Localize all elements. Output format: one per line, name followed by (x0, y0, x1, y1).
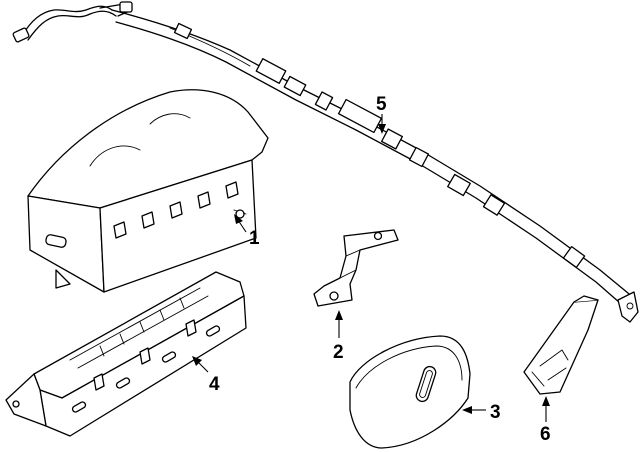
callout-leaders (192, 114, 550, 422)
part-2-bracket[interactable] (313, 229, 399, 307)
part-1-passenger-airbag[interactable] (27, 89, 269, 293)
callout-2: 2 (333, 342, 344, 363)
part-5-curtain-airbag[interactable] (12, 1, 639, 323)
part-6-sensor[interactable] (523, 295, 599, 395)
callout-1: 1 (249, 228, 260, 249)
callout-6: 6 (540, 424, 551, 445)
callout-4: 4 (209, 374, 220, 395)
callout-3: 3 (490, 402, 501, 423)
part-4-knee-airbag[interactable] (5, 271, 247, 437)
callout-5: 5 (376, 94, 387, 115)
part-3-driver-airbag[interactable] (349, 335, 471, 449)
